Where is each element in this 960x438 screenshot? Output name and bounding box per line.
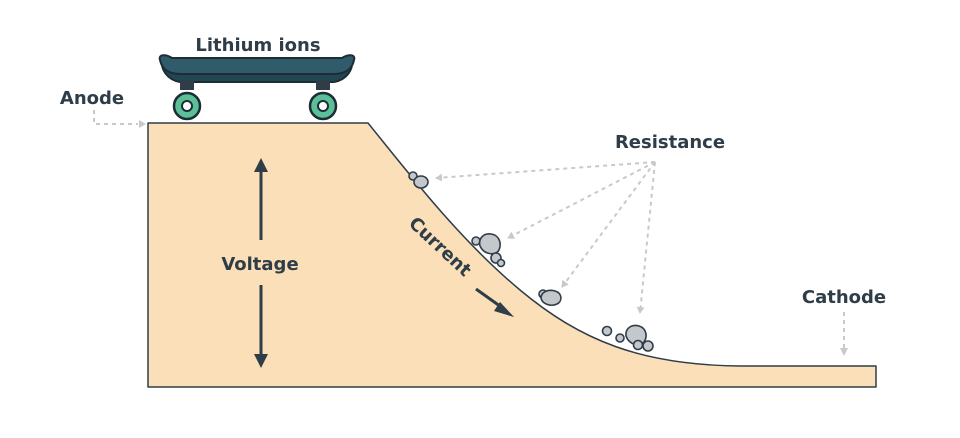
- anode-label: Anode: [60, 88, 124, 109]
- resistance-label: Resistance: [615, 132, 725, 153]
- ions-label: Lithium ions: [195, 35, 320, 56]
- voltage-arrow: [254, 158, 268, 368]
- rock-icon: [408, 171, 654, 352]
- resistance-pointers: [435, 161, 656, 314]
- current-arrow: [475, 287, 514, 317]
- skateboard-icon: [158, 54, 356, 121]
- cathode-label: Cathode: [802, 287, 886, 308]
- cathode-pointer: [840, 312, 848, 356]
- voltage-label: Voltage: [221, 254, 298, 275]
- ramp: [147, 122, 877, 388]
- anode-pointer: [93, 110, 146, 128]
